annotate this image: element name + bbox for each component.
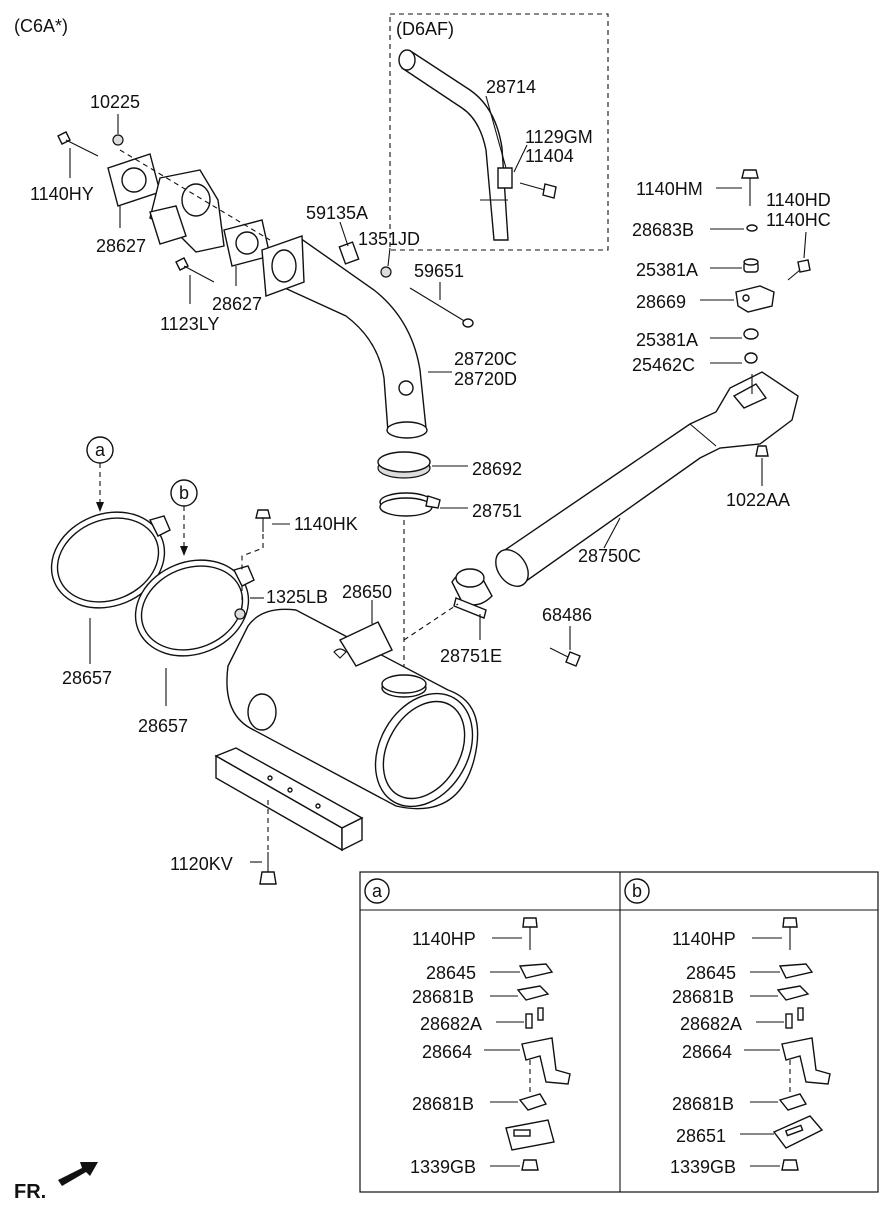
nut-10225 [112, 134, 124, 146]
label-1129GM: 1129GM [525, 127, 593, 147]
label-28714: 28714 [486, 77, 536, 97]
detail-a-label-0: 1140HP [412, 929, 476, 949]
label-28751: 28751 [472, 501, 522, 521]
label-1140HC: 1140HC [766, 210, 831, 230]
detail-a-header-circle [364, 878, 390, 904]
label-28669: 28669 [636, 292, 686, 312]
label-1140HY: 1140HY [30, 184, 94, 204]
detail-a-parts [505, 917, 571, 1171]
clamp-28751 [379, 492, 441, 517]
callout-a-letter: a [95, 440, 106, 460]
band-28657-b [134, 559, 255, 657]
front-label: FR. [14, 1181, 46, 1203]
label-59651: 59651 [414, 261, 464, 281]
label-28627-first: 28627 [96, 236, 146, 256]
callout-b-arrow [180, 546, 188, 556]
detail-a-label-4: 28664 [422, 1042, 472, 1062]
detail-b-label-2: 28681B [672, 987, 734, 1007]
bolt-59651 [409, 287, 474, 328]
nut-1325LB [234, 608, 246, 620]
label-28657-b: 28657 [138, 716, 188, 736]
detail-b-label-3: 28682A [680, 1014, 742, 1034]
detail-a-header: a [372, 881, 383, 901]
detail-a-label-6: 1339GB [410, 1157, 476, 1177]
spacer-25462C [744, 352, 758, 364]
bent-pipe-28714 [398, 49, 513, 241]
detail-b-header-circle [624, 878, 650, 904]
label-28720C: 28720C [454, 349, 517, 369]
label-28683B: 28683B [632, 220, 694, 240]
variant-label-d6af: (D6AF) [396, 19, 454, 39]
label-1123LY: 1123LY [160, 314, 219, 334]
detail-a-label-2: 28681B [412, 987, 474, 1007]
muffler-28650 [226, 608, 479, 810]
exhaust-pipe-28720 [261, 235, 428, 439]
label-1325LB: 1325LB [266, 587, 328, 607]
detail-a-label-1: 28645 [426, 963, 476, 983]
detail-b-label-1: 28645 [686, 963, 736, 983]
washer-28683B [746, 224, 758, 232]
label-28650: 28650 [342, 582, 392, 602]
detail-a-label-5: 28681B [412, 1094, 474, 1114]
label-1120KV: 1120KV [170, 854, 233, 874]
d6af-variant-box [389, 13, 609, 251]
bushing-25381A-upper [743, 258, 759, 273]
label-25462C: 25462C [632, 355, 695, 375]
bolt-1123LY [175, 257, 215, 283]
label-68486: 68486 [542, 605, 592, 625]
label-1140HK: 1140HK [294, 514, 358, 534]
variant-label-c6a: (C6A*) [14, 16, 68, 36]
bolt-1140HY [57, 131, 99, 157]
label-28692: 28692 [472, 459, 522, 479]
detail-b-label-7: 1339GB [670, 1157, 736, 1177]
gasket-28627-second [223, 219, 271, 267]
bolt-1140HM [741, 169, 759, 206]
bushing-25381A-lower [743, 328, 759, 340]
callout-a-arrow [96, 502, 104, 512]
detail-b-label-5: 28681B [672, 1094, 734, 1114]
label-1140HD: 1140HD [766, 190, 831, 210]
label-25381A-lower: 25381A [636, 330, 698, 350]
nut-1351JD [380, 266, 392, 278]
detail-b-label-4: 28664 [682, 1042, 732, 1062]
detail-b-label-6: 28651 [676, 1126, 726, 1146]
bolt-1140HK [255, 509, 271, 532]
label-28627-second: 28627 [212, 294, 262, 314]
detail-b-label-0: 1140HP [672, 929, 736, 949]
label-1022AA: 1022AA [726, 490, 790, 510]
label-28657-a: 28657 [62, 668, 112, 688]
detail-b-parts [772, 917, 831, 1171]
bracket-28669 [735, 285, 775, 313]
front-arrow-icon [58, 1162, 98, 1186]
support-bar [214, 747, 364, 852]
label-28750C: 28750C [578, 546, 641, 566]
nut-1022AA [755, 445, 769, 457]
bolt-1120KV [259, 852, 277, 885]
label-10225: 10225 [90, 92, 140, 112]
label-59135A: 59135A [306, 203, 368, 223]
detail-table [359, 871, 879, 1193]
clamp-28751E [451, 568, 493, 619]
callout-b-letter: b [179, 483, 189, 503]
label-25381A-upper: 25381A [636, 260, 698, 280]
label-1351JD: 1351JD [358, 229, 420, 249]
bolt-68486 [549, 647, 581, 667]
band-28657-a [50, 511, 171, 609]
detail-b-header: b [632, 881, 642, 901]
detail-a-label-3: 28682A [420, 1014, 482, 1034]
label-28720D: 28720D [454, 369, 517, 389]
label-1140HM: 1140HM [636, 179, 703, 199]
gasket-28627-first [107, 153, 161, 207]
turbo-outlet-elbow [149, 169, 225, 253]
tail-pipe-28750C [495, 371, 799, 587]
bolt-1140HC [787, 259, 811, 281]
seal-ring-28692 [377, 451, 431, 479]
bolt-11404 [519, 182, 557, 199]
label-28751E: 28751E [440, 646, 502, 666]
sleeve-59135A [338, 241, 360, 265]
label-11404: 11404 [525, 146, 574, 166]
